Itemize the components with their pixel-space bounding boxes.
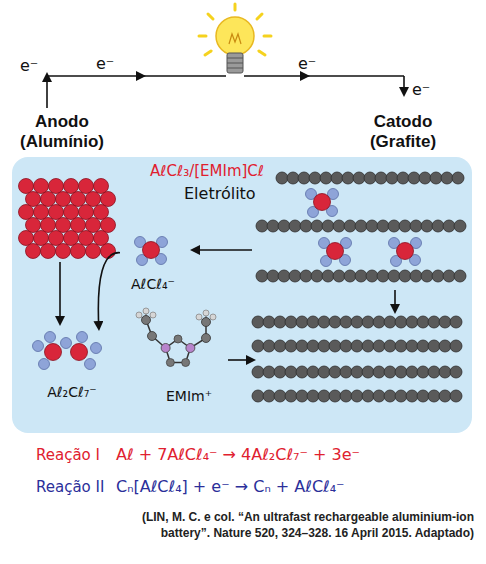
ion-label: EMIm⁺ (166, 388, 212, 405)
electrode-label: Catodo (Grafite) (347, 112, 459, 153)
light-bulb (199, 4, 271, 73)
electron-label: e⁻ (412, 80, 430, 99)
electron-label: e⁻ (20, 56, 38, 75)
molecule-group: Aℓ₂Cℓ₇⁻ (24, 329, 120, 401)
ion-label: AℓCℓ₄⁻ (131, 276, 175, 293)
electrode-label: Anodo (Alumínio) (6, 112, 118, 153)
electron-label: e⁻ (298, 54, 316, 73)
panel-label: Eletrólito (184, 184, 256, 203)
source-caption: (LIN, M. C. e col. “An ultrafast recharg… (140, 510, 474, 541)
reaction-equation: Aℓ + 7AℓCℓ₄⁻ → 4Aℓ₂Cℓ₇⁻ + 3e⁻ (116, 445, 360, 464)
reaction-arrow (98, 253, 120, 329)
molecule-group: AℓCℓ₄⁻ (120, 231, 186, 293)
reaction-name: Reação II (36, 478, 104, 496)
electron-label: e⁻ (96, 54, 114, 73)
panel-label: AℓCℓ₃/[EMIm]Cℓ (150, 162, 264, 180)
reaction-name: Reação I (36, 446, 100, 464)
reaction-equation: Cₙ[AℓCℓ₄] + e⁻ → Cₙ + AℓCℓ₄⁻ (116, 477, 345, 496)
ion-label: Aℓ₂Cℓ₇⁻ (47, 384, 97, 401)
molecule-group: EMIm⁺ (140, 317, 238, 405)
